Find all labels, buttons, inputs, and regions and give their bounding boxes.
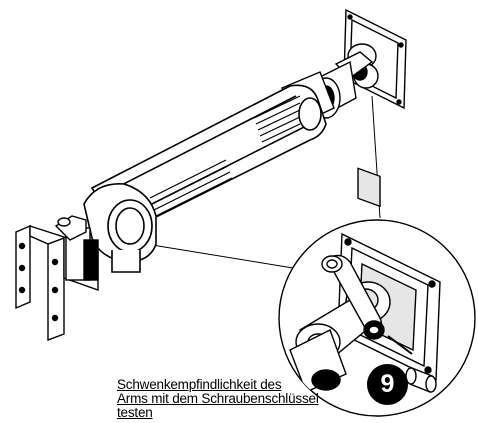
bolt-icon xyxy=(363,320,413,355)
main-arm xyxy=(90,84,327,228)
vent-slots-rear xyxy=(253,95,301,143)
instruction-caption: Schwenkempfindlichkeit des Arms mit dem … xyxy=(117,377,319,420)
wrench-icon xyxy=(321,254,383,333)
wall-bracket xyxy=(15,215,99,342)
caption-line-2: Arms mit dem Schraubenschlüssel xyxy=(117,391,319,406)
caption-line-1: Schwenkempfindlichkeit des xyxy=(117,377,282,392)
caption-line-3: testen xyxy=(117,405,153,420)
elbow-joint xyxy=(83,183,157,273)
step-number-badge: 9 xyxy=(367,364,408,405)
end-cap-icon xyxy=(405,367,437,393)
vent-slots-front xyxy=(149,159,233,217)
vesa-plate xyxy=(343,8,407,208)
zoom-detail xyxy=(278,219,476,417)
